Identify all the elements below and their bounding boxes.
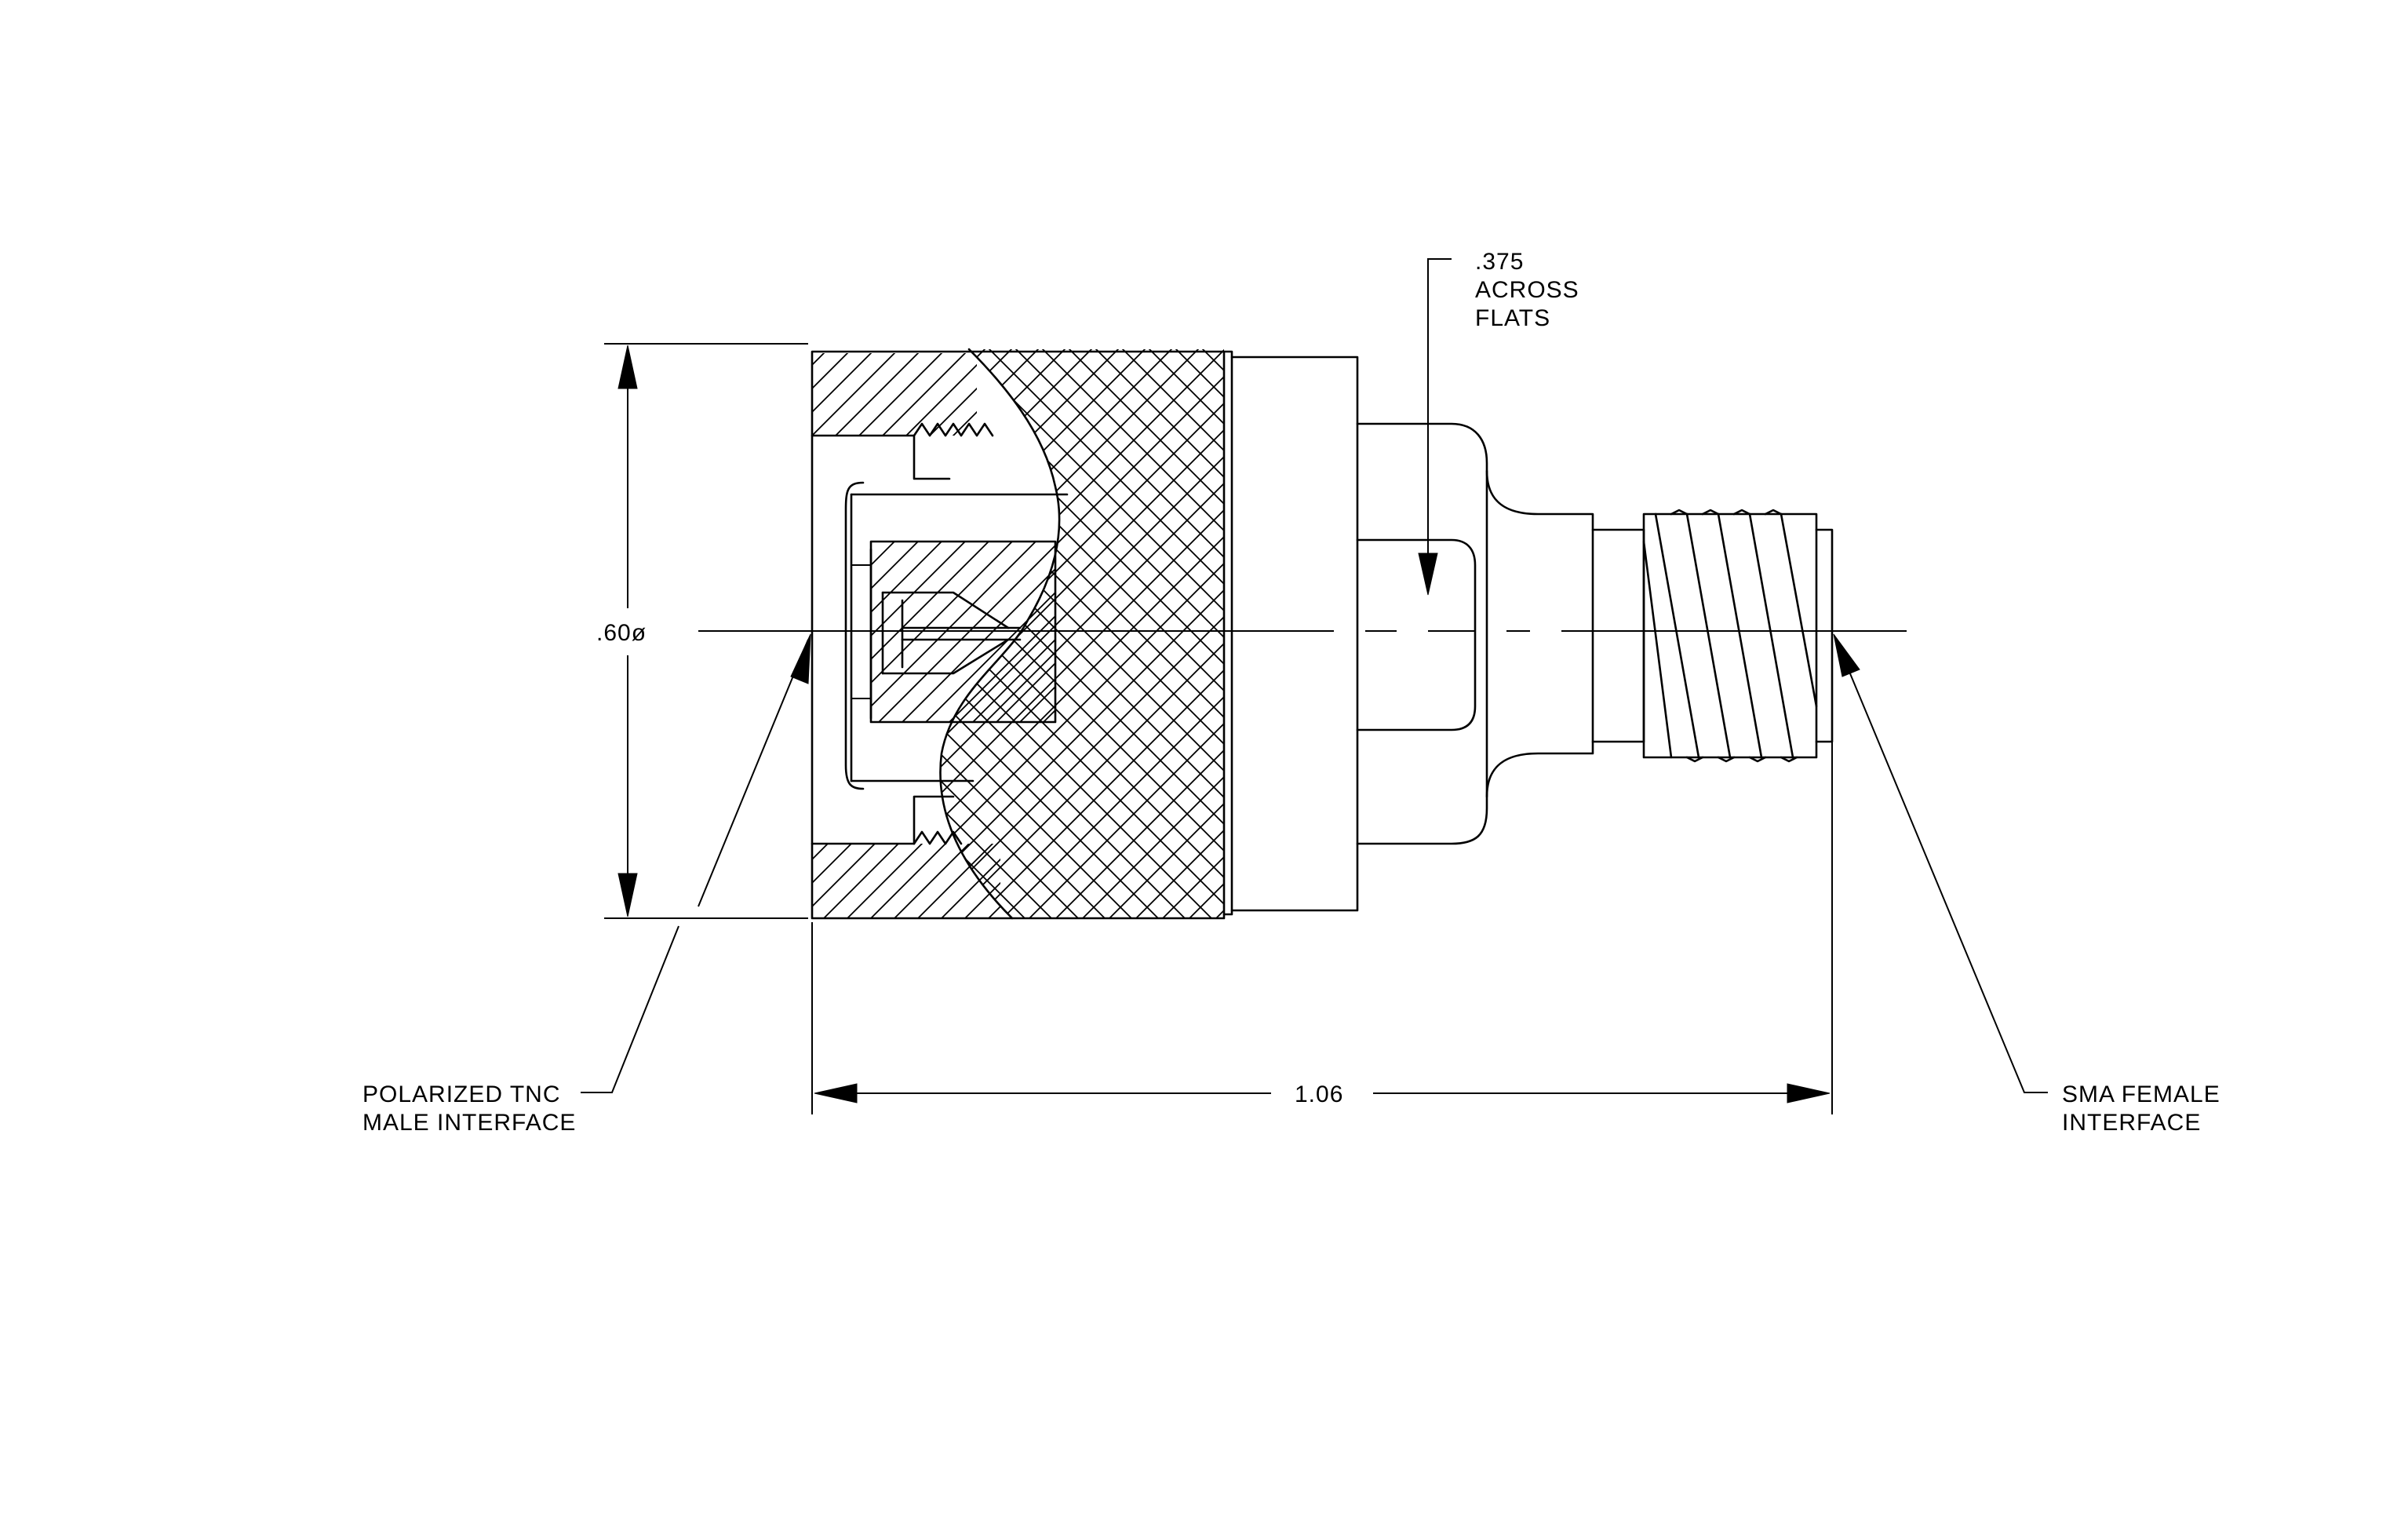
diameter-dimension	[604, 343, 808, 919]
diameter-label: .60ø	[596, 620, 647, 646]
sma-leader	[1833, 633, 2048, 1093]
length-label: 1.06	[1295, 1081, 1343, 1107]
flats-label-line3: FLATS	[1475, 305, 1550, 331]
sma-label-line2: INTERFACE	[2062, 1110, 2201, 1136]
flats-label-line1: .375	[1475, 249, 1524, 275]
sma-label-line1: SMA FEMALE	[2062, 1081, 2220, 1107]
hex-body	[1222, 350, 1594, 916]
flats-label-line2: ACROSS	[1475, 277, 1579, 303]
coupling-nut	[811, 348, 1226, 920]
tnc-label-line1: POLARIZED TNC	[362, 1081, 561, 1107]
flats-leader	[1418, 258, 1452, 596]
length-dimension	[811, 742, 1833, 1114]
tnc-leader	[581, 633, 811, 1093]
tnc-label-line2: MALE INTERFACE	[362, 1110, 576, 1136]
sma-female-end	[1591, 509, 1834, 763]
thread-lines	[1642, 509, 1818, 763]
